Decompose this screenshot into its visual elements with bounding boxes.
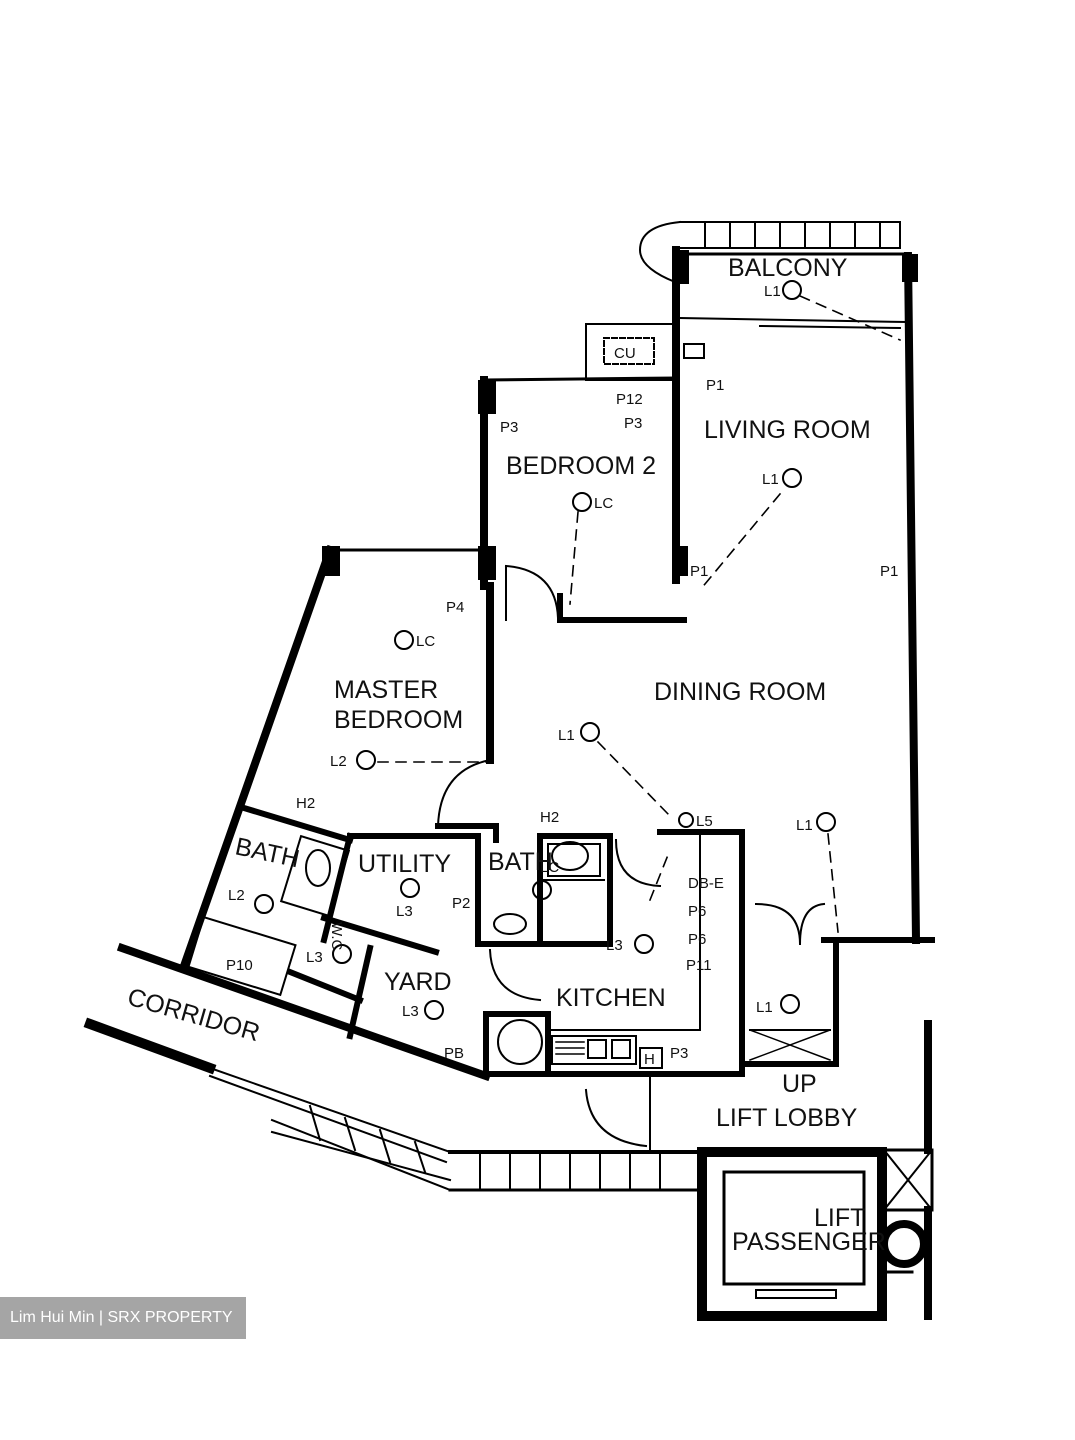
l3-label-utility: L3: [396, 903, 413, 920]
p3-label-living: P3: [624, 415, 642, 432]
l3-label-yard: L3: [402, 1003, 419, 1020]
cu-label: CU: [614, 345, 636, 362]
h2-label-bath: H2: [540, 809, 559, 826]
h2-label-master: H2: [296, 795, 315, 812]
lc-label-master: LC: [416, 633, 435, 650]
master-label-line2: BEDROOM: [334, 706, 463, 734]
h-label: H: [644, 1051, 655, 1068]
lc-label-bed2: LC: [594, 495, 613, 512]
l1-label-dining: L1: [558, 727, 575, 744]
corridor-railings: [83, 942, 704, 1192]
l1-label-entry: L1: [796, 817, 813, 834]
utility-label: UTILITY: [358, 850, 451, 878]
balcony-walls: [672, 246, 921, 945]
p1-label-living: P1: [706, 377, 724, 394]
lift-label-line2: PASSENGER: [732, 1228, 886, 1256]
l2-label-master: L2: [330, 753, 347, 770]
p3-label-kitchen: P3: [670, 1045, 688, 1062]
p10-label: P10: [226, 957, 253, 974]
l5-label: L5: [696, 813, 713, 830]
entry-walls: [745, 937, 935, 1154]
pb-label: PB: [444, 1045, 464, 1062]
l1-label-balcony: L1: [764, 283, 781, 300]
l1-label-lobby: L1: [756, 999, 773, 1016]
lc-label-bath2: LC: [540, 859, 559, 876]
l3-label-kitchen: L3: [606, 937, 623, 954]
p6-label-2: P6: [688, 931, 706, 948]
master-walls: [178, 544, 499, 972]
bath-label-common: BATH: [488, 848, 553, 876]
wiring-dashes: [377, 294, 902, 933]
fixture-labels: CU P1 P12 P3 P3 L1 L1 LC P1 P1 P4 LC L2 …: [226, 283, 898, 1068]
kitchen-walls: [483, 829, 745, 1077]
lift-label-line1: LIFT: [814, 1204, 865, 1232]
db-label: DB-E: [688, 875, 724, 892]
door-swings: [436, 564, 826, 1151]
l2-label-bath: L2: [228, 887, 245, 904]
l1-label-living: L1: [762, 471, 779, 488]
master-label-line1: MASTER: [334, 676, 438, 704]
cu-box: [585, 323, 705, 381]
balcony-label: BALCONY: [728, 254, 848, 282]
lift-lobby-label: LIFT LOBBY: [716, 1104, 858, 1132]
bath-label-master: BATH: [233, 832, 302, 873]
kitchen-label: KITCHEN: [556, 984, 666, 1012]
balcony-railing: [638, 220, 901, 284]
p1-label-dining: P1: [880, 563, 898, 580]
p11-label: P11: [686, 957, 712, 974]
up-label: UP: [782, 1070, 817, 1098]
lift-walls: [697, 1147, 934, 1321]
watermark: Lim Hui Min | SRX PROPERTY: [0, 1297, 246, 1339]
p2-label: P2: [452, 895, 470, 912]
l3-label-wc: L3: [306, 949, 323, 966]
living-room-label: LIVING ROOM: [704, 416, 871, 444]
room-labels: BALCONY LIVING ROOM BEDROOM 2 MASTER BED…: [124, 254, 885, 1256]
service-walls: [240, 804, 613, 1040]
dining-room-label: DINING ROOM: [654, 678, 826, 706]
bedroom2-label: BEDROOM 2: [506, 452, 656, 480]
sanitary: [187, 834, 601, 997]
walls: [83, 220, 935, 1321]
p12-label: P12: [616, 391, 643, 408]
p1-label-bed2: P1: [690, 563, 708, 580]
p4-label: P4: [446, 599, 464, 616]
p6-label-1: P6: [688, 903, 706, 920]
light-symbols: [254, 280, 836, 1020]
bedroom2-walls: [478, 376, 688, 623]
yard-label: YARD: [384, 968, 452, 996]
wc-label: W.C.: [328, 922, 345, 955]
p3-label-bed2: P3: [500, 419, 518, 436]
